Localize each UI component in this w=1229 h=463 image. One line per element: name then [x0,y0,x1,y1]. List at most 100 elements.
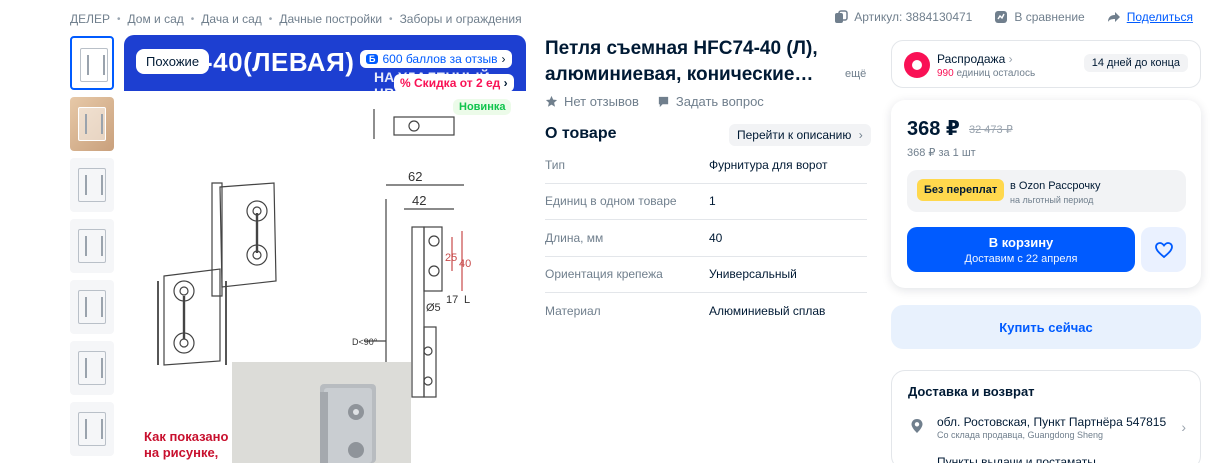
installment-subtitle: на льготный период [1010,195,1094,205]
price-box: 368 ₽ 32 473 ₽ 368 ₽ за 1 шт Без перепла… [891,100,1201,288]
installment-tag: Без переплат [917,179,1005,201]
spec-row: Ориентация крепежа Универсальный [545,257,867,293]
favorite-button[interactable] [1141,227,1186,272]
sale-days-left: 14 дней до конца [1083,54,1188,72]
current-price: 368 ₽ [907,118,960,140]
article-number[interactable]: Артикул: 3884130471 [834,10,972,24]
thumbnail-image [78,412,106,446]
dimension-label: D<90° [352,337,378,347]
sale-logo-icon [904,52,930,78]
spec-key: Единиц в одном товаре [545,194,677,209]
breadcrumb-item-home-garden[interactable]: Дом и сад [127,12,184,26]
thumbnail[interactable] [70,402,114,456]
chevron-right-icon: › [503,76,508,90]
sale-count-suffix: единиц осталось [956,68,1036,79]
caption-line: на рисунке, [144,445,219,460]
pickup-points-link[interactable]: Пункты выдачи и постаматы [937,455,1096,463]
dimension-label: 25 [445,252,457,264]
thumbnail[interactable] [70,158,114,212]
spec-value: 40 [709,230,723,245]
top-actions: Артикул: 3884130471 В сравнение Поделить… [834,10,1193,24]
spec-key: Материал [545,304,601,319]
points-icon: Б [366,54,379,64]
breadcrumb-separator: • [117,13,121,25]
chevron-right-icon: › [1008,52,1013,66]
breadcrumb-item-fences[interactable]: Заборы и ограждения [399,12,522,26]
similar-button[interactable]: Похожие [136,49,210,74]
chevron-right-icon: › [1181,419,1186,435]
spec-value: Универсальный [709,267,797,282]
chevron-right-icon: › [858,128,863,142]
breadcrumb-item-seller[interactable]: ДЕЛЕР [70,12,111,26]
share-button[interactable]: Поделиться [1107,10,1193,24]
article-label: Артикул: 3884130471 [854,10,973,24]
reviews-link[interactable]: Нет отзывов [545,94,639,109]
title-more-link[interactable]: ещё [845,68,867,80]
delivery-source: Со склада продавца, Guangdong Sheng [937,430,1104,440]
spec-value: 1 [709,194,716,209]
product-photo [232,362,411,463]
dimension-label: 62 [408,169,422,184]
old-price: 32 473 ₽ [969,124,1013,136]
spec-key: Тип [545,157,566,172]
dimension-label: 17 [446,294,458,306]
add-to-cart-button[interactable]: В корзину Доставим с 22 апреля [907,227,1135,272]
sale-banner[interactable]: Распродажа › 990 единиц осталось 14 дней… [891,40,1201,88]
location-pin-icon [911,419,923,433]
thumbnail[interactable] [70,341,114,395]
new-badge: Новинка [453,99,512,115]
percent-icon: % [400,76,411,90]
thumbnail-image [78,229,106,263]
cart-delivery-label: Доставим с 22 апреля [964,253,1078,265]
product-meta: Нет отзывов Задать вопрос [545,94,764,109]
thumbnail-image [80,48,108,82]
share-label: Поделиться [1126,10,1193,24]
sale-remaining: 990 единиц осталось [937,68,1035,79]
compare-icon [995,11,1008,23]
thumbnail[interactable] [70,36,114,90]
main-product-image[interactable]: НА УДАЛЕННЫЙ ЦВЕТ -40(ЛЕВАЯ) Похожие Б 6… [124,35,526,463]
thumbnail[interactable] [70,97,114,151]
question-label: Задать вопрос [675,94,764,109]
image-caption: Как показано на рисунке, [144,429,228,461]
breadcrumb-item-dacha-buildings[interactable]: Дачные постройки [279,12,383,26]
price-per-unit: 368 ₽ за 1 шт [907,147,976,159]
spec-value: Алюминиевый сплав [709,304,826,319]
breadcrumb-separator: • [268,13,273,25]
review-points-badge[interactable]: Б 600 баллов за отзыв › [360,50,512,68]
thumbnail[interactable] [70,280,114,334]
buy-now-button[interactable]: Купить сейчас [891,305,1201,349]
spec-value: Фурнитура для ворот [709,157,828,172]
breadcrumb: ДЕЛЕР • Дом и сад • Дача и сад • Дачные … [70,12,522,26]
sale-title-label: Распродажа [937,52,1006,66]
reviews-label: Нет отзывов [564,94,639,109]
thumbnail[interactable] [70,219,114,273]
thumbnail-list [70,36,114,463]
dimension-label: 42 [412,193,426,208]
discount-label: Скидка от 2 ед [414,76,501,90]
compare-button[interactable]: В сравнение [994,10,1085,24]
compare-label: В сравнение [1014,10,1085,24]
hinge-drawing: 62 42 25 40 Ø5 17 L D<90° [157,109,471,398]
installment-title: в Ozon Рассрочку [1010,180,1101,192]
delivery-address[interactable]: обл. Ростовская, Пункт Партнёра 547815 [937,415,1167,429]
chevron-right-icon: › [501,52,506,66]
breadcrumb-separator: • [190,13,195,25]
spec-key: Ориентация крепежа [545,267,663,282]
delivery-section: Доставка и возврат обл. Ростовская, Пунк… [891,370,1201,463]
goto-description-button[interactable]: Перейти к описанию › [729,124,871,146]
ask-question-link[interactable]: Задать вопрос [657,94,764,109]
caption-line: Как показано [144,429,229,444]
dimension-label: L [464,294,470,306]
breadcrumb-item-dacha-garden[interactable]: Дача и сад [201,12,262,26]
copy-icon [835,10,848,23]
chat-icon [658,96,669,108]
spec-key: Длина, мм [545,230,604,245]
star-icon [545,95,558,107]
installment-offer[interactable]: Без переплат в Ozon Рассрочку на льготны… [907,170,1186,212]
sale-count: 990 [937,68,954,79]
about-heading: О товаре [545,125,617,142]
thumbnail-image [78,168,106,202]
discount-badge[interactable]: % Скидка от 2 ед › [394,74,514,92]
breadcrumb-separator: • [389,13,393,25]
